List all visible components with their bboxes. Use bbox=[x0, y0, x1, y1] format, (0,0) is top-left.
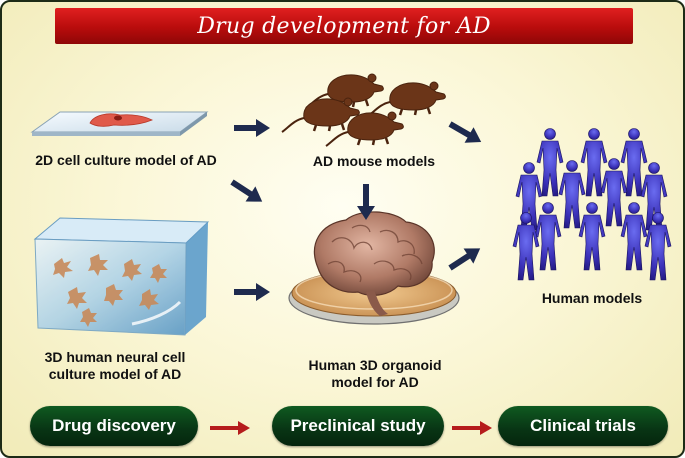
label-3d-neural: 3D human neural cell culture model of AD bbox=[20, 349, 210, 383]
label-organoid-line1: Human 3D organoid bbox=[308, 357, 442, 373]
title-banner: Drug development for AD bbox=[55, 8, 633, 44]
2d-culture-slide bbox=[30, 111, 209, 136]
brain-organoid bbox=[313, 211, 435, 316]
stage-arrow-1 bbox=[210, 421, 250, 435]
stage-clinical-trials: Clinical trials bbox=[498, 406, 668, 446]
label-human-models: Human models bbox=[541, 290, 643, 306]
label-2d-culture: 2D cell culture model of AD bbox=[35, 152, 217, 168]
stage-preclinical-study: Preclinical study bbox=[272, 406, 444, 446]
label-3d-neural-line1: 3D human neural cell bbox=[44, 349, 186, 365]
stage-drug-discovery-label: Drug discovery bbox=[52, 416, 176, 435]
arrow-3d-to-organoid bbox=[234, 283, 270, 301]
arrow-organoid-to-human bbox=[445, 240, 486, 276]
diagram-title: Drug development for AD bbox=[197, 13, 491, 39]
arrow-2d-to-mouse bbox=[234, 119, 270, 137]
label-mouse-models: AD mouse models bbox=[312, 153, 436, 169]
3d-neural-cube bbox=[33, 217, 210, 336]
label-3d-neural-line2: culture model of AD bbox=[48, 366, 182, 382]
stage-arrow-2 bbox=[452, 421, 492, 435]
human-figures bbox=[512, 128, 672, 281]
arrow-2d-to-organoid bbox=[227, 174, 268, 210]
stage-preclinical-study-label: Preclinical study bbox=[290, 416, 426, 435]
mouse-group bbox=[280, 72, 447, 148]
stage-drug-discovery: Drug discovery bbox=[30, 406, 198, 446]
arrow-mouse-to-human bbox=[445, 116, 486, 150]
label-organoid: Human 3D organoid model for AD bbox=[280, 357, 470, 391]
label-organoid-line2: model for AD bbox=[331, 374, 419, 390]
stage-clinical-trials-label: Clinical trials bbox=[530, 416, 636, 435]
